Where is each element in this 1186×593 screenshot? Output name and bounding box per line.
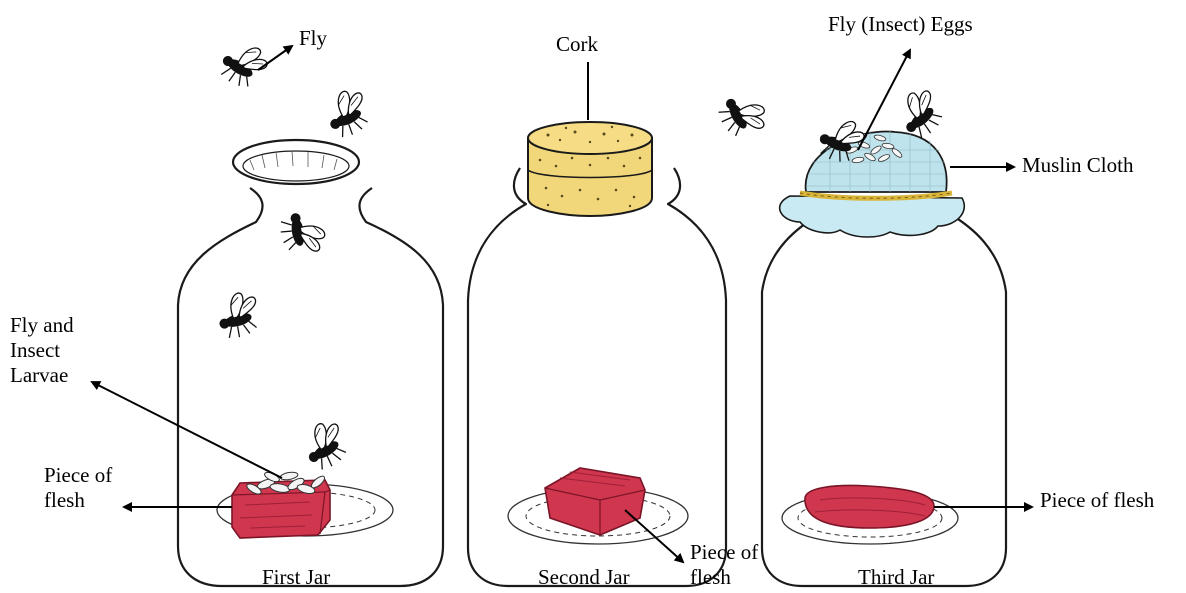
third-jar (762, 131, 1006, 586)
fly-6-icon (714, 87, 772, 144)
label-muslin-cloth: Muslin Cloth (1022, 153, 1133, 178)
arrow-flesh-middle (625, 510, 683, 562)
label-first-jar: First Jar (262, 565, 330, 590)
arrow-larvae (92, 382, 282, 478)
label-piece-of-flesh-right: Piece of flesh (1040, 488, 1154, 513)
second-jar (468, 122, 726, 586)
label-third-jar: Third Jar (858, 565, 934, 590)
fly-2-icon (320, 85, 375, 141)
third-jar-body (762, 214, 1006, 586)
label-second-jar: Second Jar (538, 565, 630, 590)
cork (528, 122, 652, 216)
label-cork: Cork (556, 32, 598, 57)
fly-1-icon (215, 36, 272, 94)
first-jar-mouth (233, 140, 359, 184)
label-piece-of-flesh-left: Piece of flesh (44, 463, 112, 513)
label-fly-eggs: Fly (Insect) Eggs (828, 12, 973, 37)
label-piece-of-flesh-middle: Piece of flesh (690, 540, 758, 590)
third-jar-flesh (805, 486, 934, 529)
fly-4-icon (213, 289, 264, 341)
first-jar (178, 140, 443, 586)
second-jar-flesh (545, 468, 645, 535)
muslin-cloth (780, 131, 965, 237)
fly-3-icon (278, 209, 327, 257)
arrow-fly (258, 46, 292, 70)
label-fly-larvae: Fly and Insect Larvae (10, 313, 74, 388)
fly-5-icon (297, 417, 354, 475)
label-fly: Fly (299, 26, 327, 51)
